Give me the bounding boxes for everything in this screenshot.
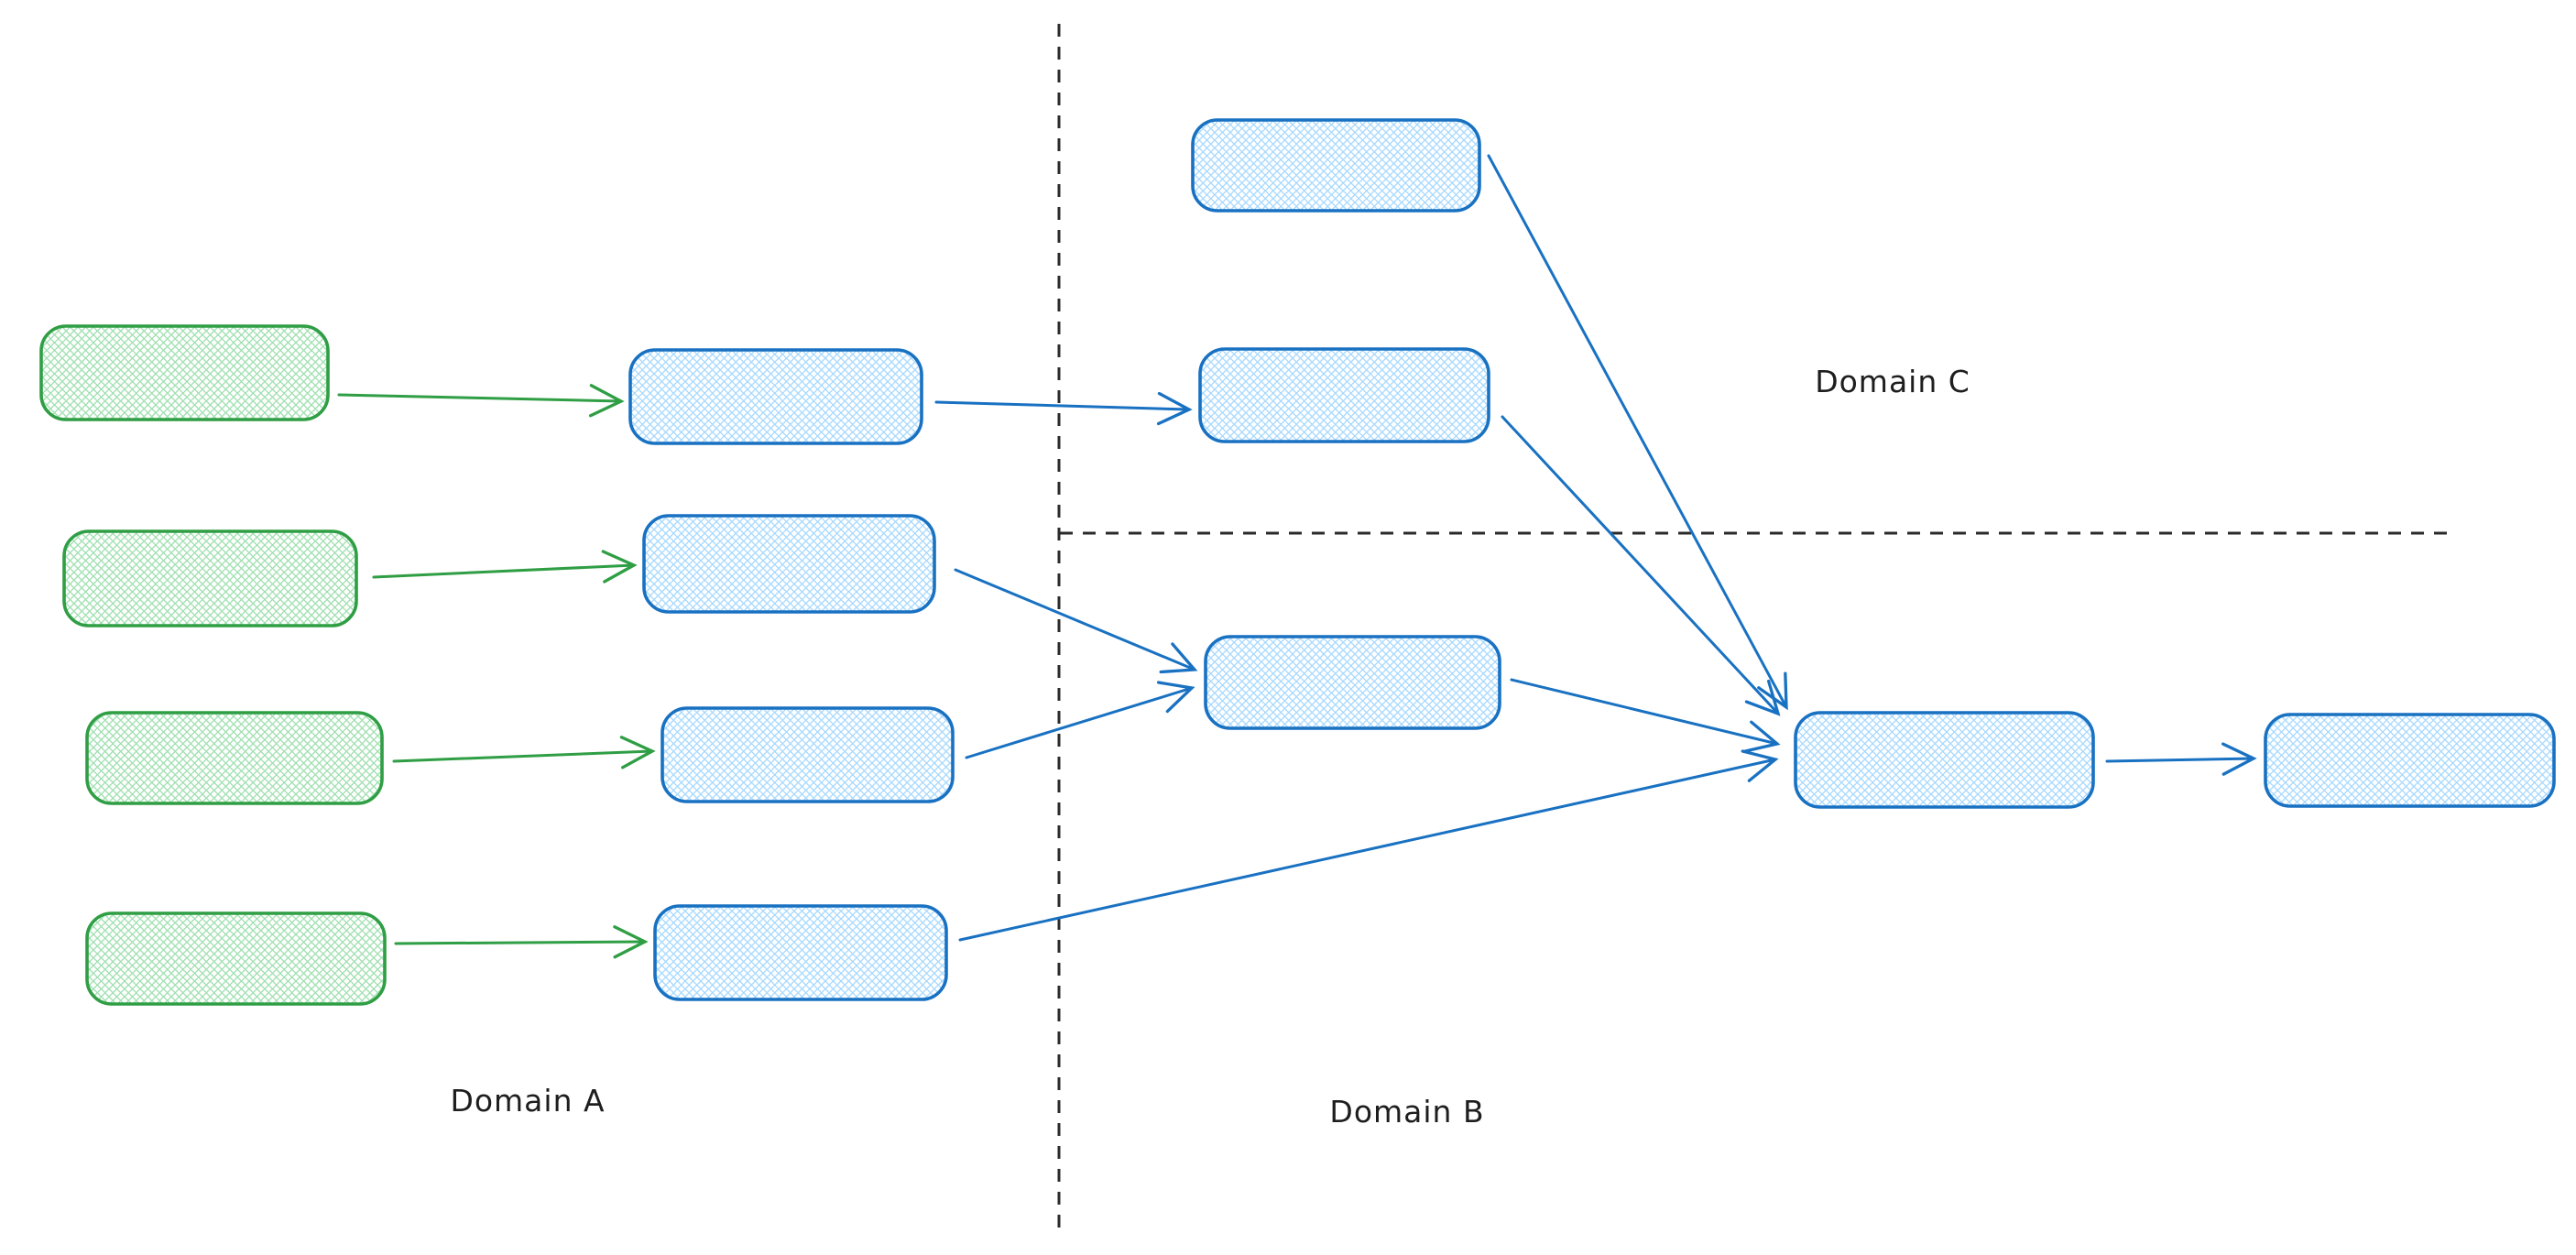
edge-b-mid-to-b-aggregator[interactable] <box>1501 415 1781 716</box>
node-a-stage-4[interactable] <box>653 904 948 1001</box>
edge-a-source-1-to-a-stage-1[interactable] <box>337 384 625 418</box>
node-b-hub[interactable] <box>1204 635 1501 730</box>
node-a-stage-3[interactable] <box>660 706 955 803</box>
edge-a-stage-4-to-b-aggregator[interactable] <box>958 749 1779 942</box>
node-b-aggregator[interactable] <box>1794 711 2095 809</box>
edge-a-source-3-to-a-stage-3[interactable] <box>392 736 656 769</box>
edge-a-stage-1-to-b-mid[interactable] <box>934 391 1193 426</box>
nodes-layer <box>39 118 2556 1006</box>
labels-layer: Domain A Domain B Domain C <box>450 364 1970 1130</box>
node-b-mid[interactable] <box>1198 347 1490 443</box>
edge-a-stage-2-to-b-hub[interactable] <box>954 568 1198 674</box>
node-c-top[interactable] <box>1191 118 1481 213</box>
edge-a-source-4-to-a-stage-4[interactable] <box>394 925 649 959</box>
edge-b-hub-to-b-aggregator[interactable] <box>1510 678 1781 753</box>
edges-layer <box>337 154 2257 959</box>
separators-layer <box>1057 24 2457 1236</box>
label-domain-c[interactable]: Domain C <box>1815 364 1970 399</box>
edge-b-aggregator-to-b-output[interactable] <box>2105 742 2257 776</box>
node-a-source-3[interactable] <box>85 711 384 805</box>
node-a-stage-2[interactable] <box>642 514 936 614</box>
node-a-source-1[interactable] <box>39 324 330 421</box>
edge-c-top-to-b-aggregator[interactable] <box>1487 154 1788 711</box>
label-domain-a[interactable]: Domain A <box>450 1083 605 1119</box>
node-a-source-4[interactable] <box>85 911 387 1006</box>
edge-a-source-2-to-a-stage-2[interactable] <box>372 550 638 584</box>
node-b-output[interactable] <box>2264 713 2556 808</box>
node-a-stage-1[interactable] <box>628 348 923 445</box>
node-a-source-2[interactable] <box>62 529 358 628</box>
edge-a-stage-3-to-b-hub[interactable] <box>965 681 1195 759</box>
label-domain-b[interactable]: Domain B <box>1329 1094 1484 1130</box>
